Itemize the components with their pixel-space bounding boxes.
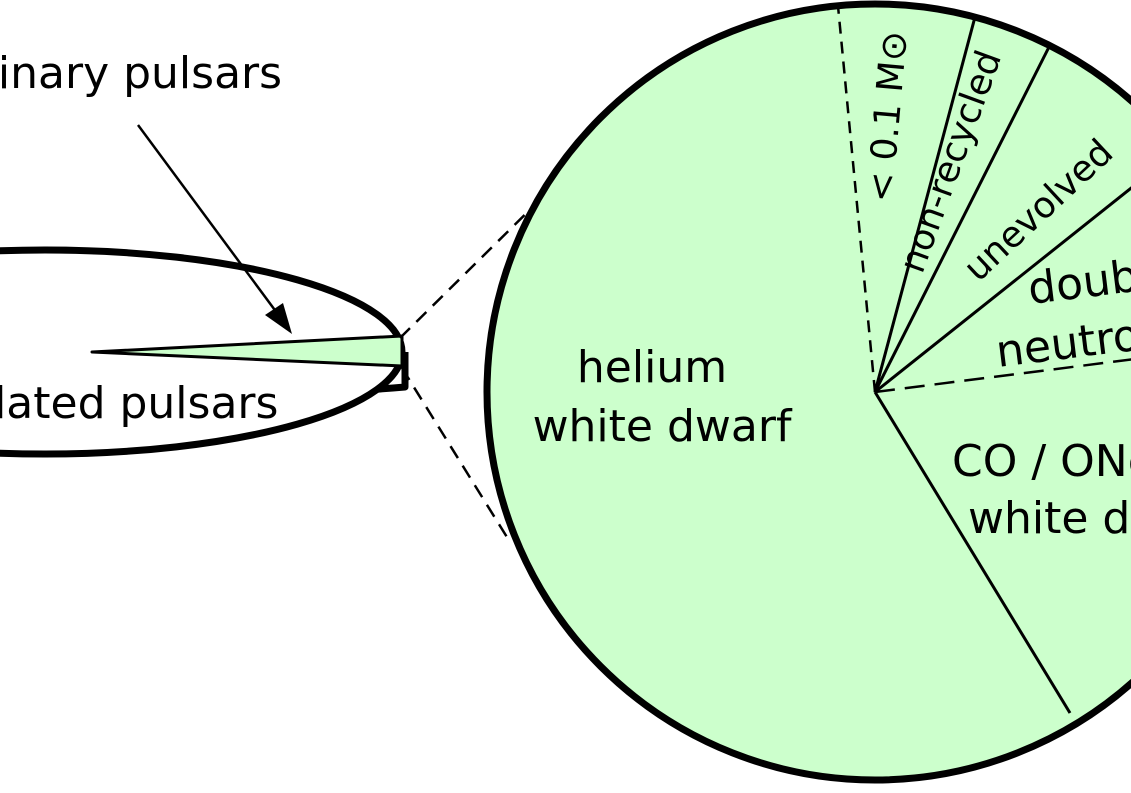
- boundary-co-one: [873, 391, 1072, 714]
- boundary-non-recycled: [873, 16, 977, 393]
- binary-companion-pie: helium white dwarf CO / ONe white dwarf …: [483, 0, 1131, 784]
- helium-wd-label-line2: white dwarf: [533, 401, 793, 452]
- arrowhead-icon: [265, 303, 292, 334]
- helium-wd-label-line1: helium: [577, 342, 727, 393]
- boundary-low-mass-dashed: [836, 5, 877, 393]
- pointer-arrow: [136, 124, 282, 318]
- zoom-connectors: [399, 184, 556, 543]
- boundary-double-ns: [874, 186, 1131, 394]
- co-one-wd-label-line2: white dwarf: [968, 493, 1131, 544]
- boundary-unevolved: [873, 44, 1052, 393]
- isolated-pulsars-label: isolated pulsars: [0, 378, 278, 429]
- zoom-line-upper: [399, 184, 556, 339]
- boundary-double-ns-dashed: [874, 358, 1131, 394]
- co-one-wd-label-line1: CO / ONe: [952, 436, 1131, 487]
- binary-pulsars-label: binary pulsars: [0, 48, 282, 99]
- binary-pulsar-wedge: [90, 334, 404, 368]
- all-pulsars-disc: binary pulsars isolated pulsars: [0, 48, 409, 458]
- pie-circle: [483, 0, 1131, 784]
- zoom-line-lower: [400, 367, 512, 543]
